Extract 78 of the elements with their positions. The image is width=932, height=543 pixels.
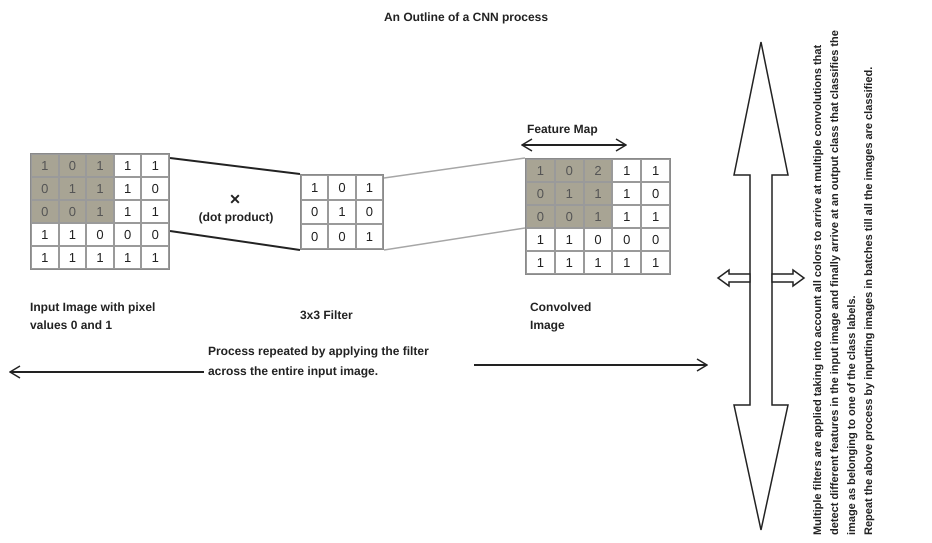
matrix-caption: Convolved Image bbox=[530, 299, 592, 334]
projection-line bbox=[384, 227, 526, 251]
matrix-cell: 0 bbox=[584, 228, 612, 251]
matrix-cell: 1 bbox=[641, 159, 670, 182]
multiply-sign: × bbox=[228, 190, 242, 208]
matrix-cell: 1 bbox=[554, 228, 584, 251]
matrix-cell: 1 bbox=[114, 177, 142, 200]
matrix-cell: 0 bbox=[58, 154, 86, 177]
matrix-cell: 2 bbox=[584, 159, 612, 182]
matrix-cell: 1 bbox=[301, 175, 328, 200]
matrix-cell: 0 bbox=[526, 182, 555, 205]
diagram-title: An Outline of a CNN process bbox=[382, 9, 550, 26]
matrix-cell: 1 bbox=[328, 200, 356, 224]
matrix-cell: 1 bbox=[31, 246, 59, 269]
matrix-cell: 1 bbox=[114, 246, 142, 269]
matrix-cell: 1 bbox=[114, 200, 142, 223]
matrix-cell: 0 bbox=[641, 228, 670, 251]
matrix-cell: 1 bbox=[554, 251, 584, 274]
feature-map-label: Feature Map bbox=[527, 121, 599, 138]
input-matrix bbox=[30, 153, 170, 270]
description-paragraph: Multiple filters are applied taking into account all colors to arrive at multiple convolutions that detect different features in the input image and finally arrive at an output class that classifies the image as belonging to one of the class labels. bbox=[811, 29, 859, 535]
process-text: Process repeated by applying the filter across the entire input image. bbox=[208, 341, 470, 381]
projection-line bbox=[170, 230, 300, 251]
operation-label: (dot product) bbox=[198, 209, 274, 226]
description-paragraph: Repeat the above process by inputting images in batches till all the images are classified. bbox=[862, 66, 876, 535]
matrix-cell: 1 bbox=[31, 223, 59, 246]
matrix-cell: 1 bbox=[584, 251, 612, 274]
matrix-cell: 1 bbox=[58, 223, 86, 246]
matrix-cell: 0 bbox=[328, 175, 356, 200]
matrix-cell: 1 bbox=[641, 205, 670, 228]
matrix-cell: 0 bbox=[114, 223, 142, 246]
matrix-cell: 1 bbox=[526, 159, 555, 182]
matrix-cell: 1 bbox=[641, 251, 670, 274]
matrix-cell: 1 bbox=[526, 251, 555, 274]
matrix-cell: 0 bbox=[301, 224, 328, 249]
matrix-cell: 1 bbox=[526, 228, 555, 251]
matrix-cell: 0 bbox=[554, 205, 584, 228]
matrix-cell: 1 bbox=[612, 182, 642, 205]
matrix-cell: 1 bbox=[141, 200, 169, 223]
matrix-caption: 3x3 Filter bbox=[300, 307, 354, 324]
arrow bbox=[474, 358, 708, 372]
matrix-cell: 1 bbox=[584, 205, 612, 228]
matrix-cell: 0 bbox=[526, 205, 555, 228]
matrix-cell: 0 bbox=[31, 200, 59, 223]
matrix-cell: 0 bbox=[31, 177, 59, 200]
projection-line bbox=[170, 157, 300, 175]
matrix-cell: 1 bbox=[554, 182, 584, 205]
matrix-cell: 1 bbox=[58, 177, 86, 200]
filter-matrix bbox=[300, 174, 384, 250]
matrix-cell: 0 bbox=[141, 177, 169, 200]
matrix-cell: 1 bbox=[86, 177, 114, 200]
matrix-cell: 0 bbox=[641, 182, 670, 205]
matrix-cell: 1 bbox=[114, 154, 142, 177]
matrix-cell: 1 bbox=[141, 246, 169, 269]
matrix-cell: 0 bbox=[141, 223, 169, 246]
matrix-cell: 0 bbox=[328, 224, 356, 249]
arrow bbox=[9, 365, 204, 379]
matrix-cell: 1 bbox=[612, 159, 642, 182]
matrix-cell: 1 bbox=[356, 175, 383, 200]
matrix-cell: 1 bbox=[612, 251, 642, 274]
matrix-cell: 0 bbox=[554, 159, 584, 182]
matrix-cell: 1 bbox=[86, 200, 114, 223]
matrix-caption: Input Image with pixel values 0 and 1 bbox=[30, 299, 156, 334]
matrix-cell: 1 bbox=[58, 246, 86, 269]
matrix-cell: 1 bbox=[356, 224, 383, 249]
matrix-cell: 1 bbox=[141, 154, 169, 177]
matrix-cell: 0 bbox=[301, 200, 328, 224]
matrix-cell: 1 bbox=[86, 246, 114, 269]
matrix-cell: 0 bbox=[58, 200, 86, 223]
matrix-cell: 1 bbox=[31, 154, 59, 177]
matrix-cell: 0 bbox=[86, 223, 114, 246]
matrix-cell: 0 bbox=[612, 228, 642, 251]
matrix-cell: 0 bbox=[356, 200, 383, 224]
projection-line bbox=[384, 157, 526, 179]
convolved-matrix bbox=[525, 158, 671, 275]
matrix-cell: 1 bbox=[584, 182, 612, 205]
matrix-cell: 1 bbox=[86, 154, 114, 177]
matrix-cell: 1 bbox=[612, 205, 642, 228]
